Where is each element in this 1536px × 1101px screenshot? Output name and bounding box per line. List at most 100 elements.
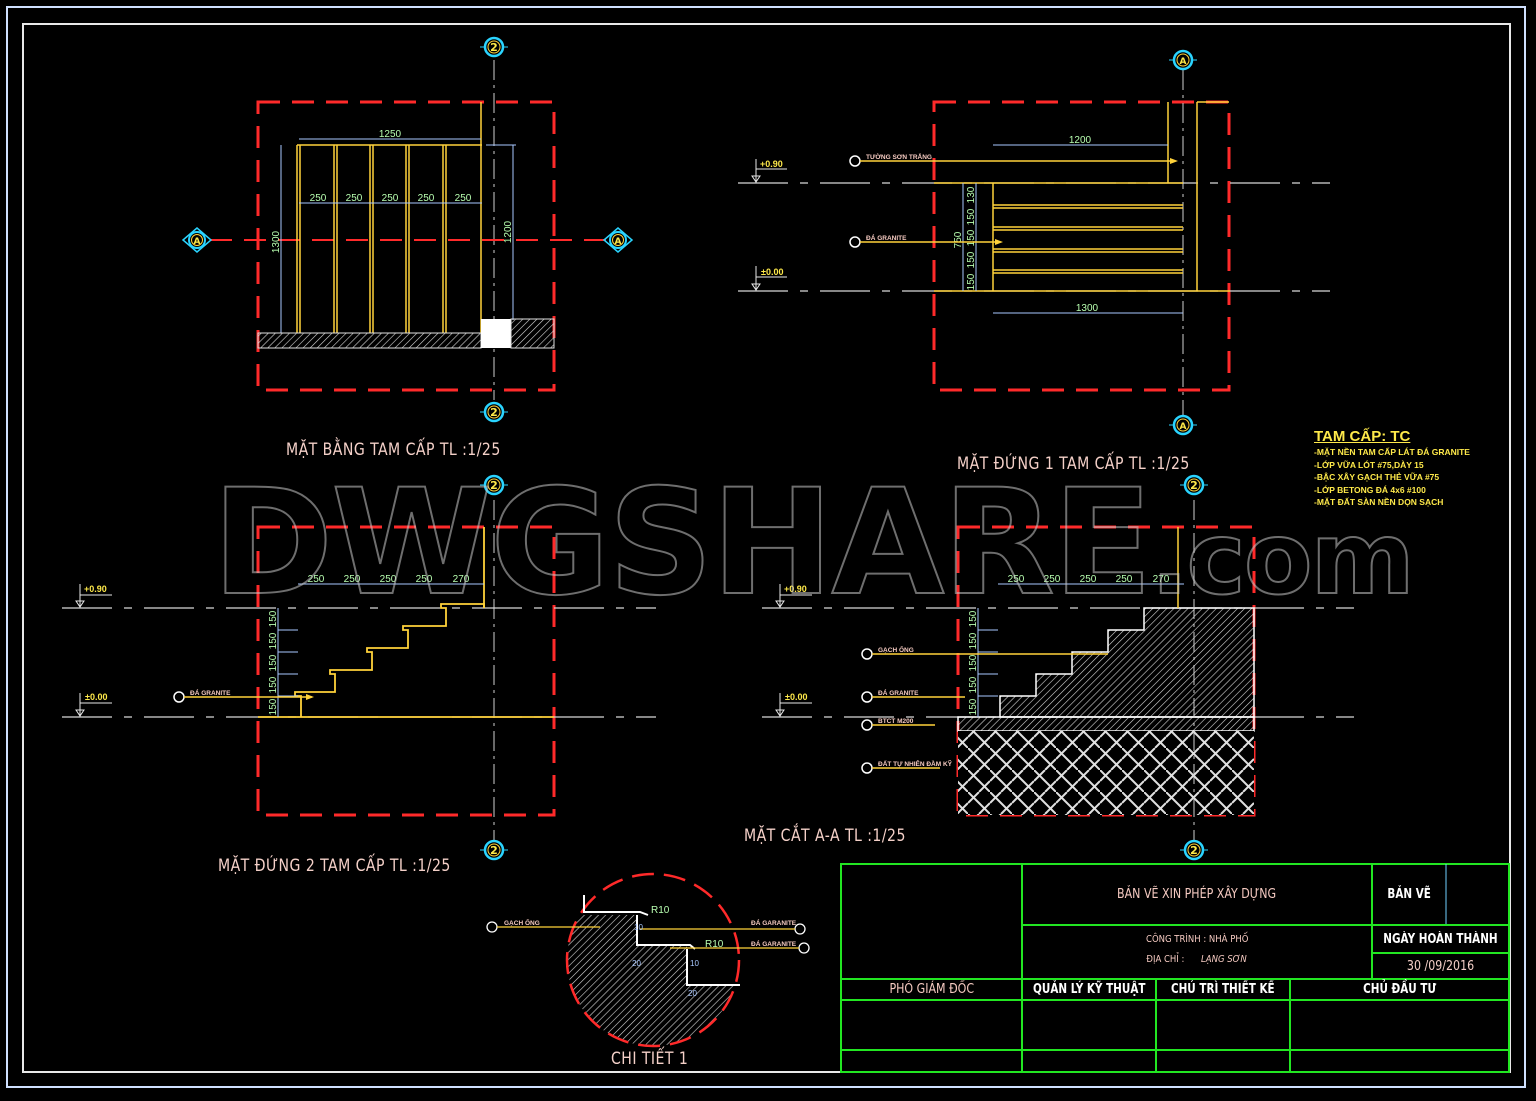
svg-text:+0.90: +0.90 (760, 159, 783, 169)
role-deputy-director: PHÓ GIÁM ĐỐC (889, 982, 974, 997)
svg-text:2: 2 (490, 41, 498, 54)
svg-text:2: 2 (1190, 479, 1198, 492)
svg-text:+0.90: +0.90 (84, 584, 107, 594)
grid-bubbles: 2 2 A A A A 2 2 2 2 (181, 36, 1208, 861)
svg-text:250: 250 (1116, 574, 1133, 585)
svg-text:250: 250 (1080, 574, 1097, 585)
svg-text:2: 2 (490, 406, 498, 419)
svg-text:270: 270 (453, 574, 470, 585)
svg-text:250: 250 (455, 193, 472, 204)
svg-text:ĐẤT TỰ NHIÊN ĐẦM KỸ: ĐẤT TỰ NHIÊN ĐẦM KỸ (878, 758, 953, 768)
legend-line: -MẶT ĐẤT SÀN NỀN DỌN SẠCH (1314, 497, 1444, 507)
svg-text:10: 10 (634, 923, 643, 932)
svg-text:ĐÁ GRANITE: ĐÁ GRANITE (190, 688, 231, 697)
detail-1-view: GẠCH ỐNG ĐÁ GARANITE ĐÁ GARANITE R10 R10… (486, 872, 810, 1048)
plan-dim-overall: 1250 (379, 129, 402, 140)
title-block-grid (840, 863, 1510, 1073)
material-legend: TAM CẤP: TC -MẶT NỀN TAM CẤP LÁT ĐÁ GRAN… (1314, 428, 1470, 509)
svg-text:150: 150 (268, 632, 279, 649)
watermark: DWGSHARE.com (211, 458, 1416, 628)
svg-text:GẠCH ỐNG: GẠCH ỐNG (878, 644, 914, 654)
svg-text:270: 270 (1153, 574, 1170, 585)
grid-bubble-2: 2 (480, 401, 508, 423)
drawing-type: BẢN VẼ XIN PHÉP XÂY DỰNG (1117, 887, 1277, 902)
svg-text:750: 750 (953, 231, 964, 248)
sheet-label: BẢN VẼ (1387, 887, 1431, 902)
svg-text:150: 150 (268, 676, 279, 693)
svg-text:±0.00: ±0.00 (785, 692, 807, 702)
svg-text:±0.00: ±0.00 (761, 267, 783, 277)
svg-text:ĐÁ GARANITE: ĐÁ GARANITE (751, 918, 797, 927)
role-lead-designer: CHỦ TRÌ THIẾT KẾ (1171, 982, 1275, 997)
plan-view: 1250 250 250 250 250 250 1300 1200 (210, 60, 606, 400)
svg-text:150: 150 (268, 610, 279, 627)
svg-text:1200: 1200 (503, 220, 514, 243)
grid-bubble-2: 2 (1180, 839, 1208, 861)
legend-line: -MẶT NỀN TAM CẤP LÁT ĐÁ GRANITE (1314, 447, 1470, 457)
svg-text:±0.00: ±0.00 (85, 692, 107, 702)
svg-text:250: 250 (344, 574, 361, 585)
svg-text:250: 250 (382, 193, 399, 204)
svg-text:150: 150 (966, 251, 977, 268)
svg-text:250: 250 (310, 193, 327, 204)
detail-1-title: CHI TIẾT 1 (611, 1049, 689, 1069)
svg-text:ĐÁ GRANITE: ĐÁ GRANITE (866, 233, 907, 242)
svg-text:A: A (615, 237, 622, 247)
svg-text:TƯỜNG SƠN TRẮNG: TƯỜNG SƠN TRẮNG (866, 152, 932, 161)
grid-bubble-a: A (181, 227, 213, 253)
grid-bubble-2: 2 (480, 36, 508, 58)
svg-text:2: 2 (490, 844, 498, 857)
svg-text:150: 150 (966, 273, 977, 290)
address-value: LẠNG SƠN (1200, 953, 1247, 965)
plan-view-title: MẶT BẰNG TAM CẤP TL :1/25 (286, 440, 501, 460)
svg-text:R10: R10 (651, 905, 670, 916)
role-investor: CHỦ ĐẦU TƯ (1362, 982, 1437, 997)
svg-text:+0.90: +0.90 (784, 584, 807, 594)
svg-text:250: 250 (380, 574, 397, 585)
svg-text:2: 2 (490, 479, 498, 492)
section-aa-view: 250 250 250 250 270 150 150 150 150 150 … (762, 500, 1354, 840)
svg-text:250: 250 (308, 574, 325, 585)
elevation-1-view: 1200 1300 750 130 150 150 150 150 +0.90 … (738, 70, 1330, 420)
elevation-1-title: MẶT ĐỨNG 1 TAM CẤP TL :1/25 (957, 454, 1190, 474)
svg-text:250: 250 (346, 193, 363, 204)
legend-line: -LỚP BETONG ĐÁ 4x6 #100 (1314, 484, 1426, 495)
svg-text:150: 150 (268, 654, 279, 671)
svg-text:150: 150 (966, 208, 977, 225)
svg-text:150: 150 (966, 229, 977, 246)
legend-line: -BẬC XÂY GẠCH THẺ VỮA #75 (1314, 472, 1440, 482)
svg-text:1300: 1300 (1076, 303, 1099, 314)
svg-text:250: 250 (416, 574, 433, 585)
svg-text:130: 130 (966, 186, 977, 203)
svg-text:20: 20 (632, 959, 641, 968)
svg-text:250: 250 (418, 193, 435, 204)
svg-text:150: 150 (968, 610, 979, 627)
svg-text:ĐÁ GRANITE: ĐÁ GRANITE (878, 688, 919, 697)
svg-text:20: 20 (688, 989, 697, 998)
sheet-frame (6, 6, 1526, 1088)
svg-text:1300: 1300 (271, 230, 282, 253)
svg-text:R10: R10 (705, 939, 724, 950)
elevation-2-title: MẶT ĐỨNG 2 TAM CẤP TL :1/25 (218, 856, 451, 876)
svg-text:250: 250 (1044, 574, 1061, 585)
grid-bubble-a: A (1169, 49, 1197, 71)
svg-text:10: 10 (690, 959, 699, 968)
svg-text:150: 150 (968, 654, 979, 671)
svg-text:A: A (1180, 422, 1187, 432)
svg-text:1200: 1200 (1069, 135, 1092, 146)
section-aa-title: MẶT CẮT A-A TL :1/25 (744, 826, 906, 846)
legend-line: -LỚP VỮA LÓT #75,DÀY 15 (1314, 459, 1424, 470)
svg-text:150: 150 (968, 632, 979, 649)
svg-text:150: 150 (968, 698, 979, 715)
grid-bubble-2: 2 (1180, 474, 1208, 496)
elevation-2-view: 250 250 250 250 270 150 150 150 150 150 … (62, 500, 656, 840)
grid-bubble-2: 2 (480, 839, 508, 861)
grid-bubble-a: A (1169, 414, 1197, 436)
svg-text:BTCT M200: BTCT M200 (878, 718, 914, 725)
svg-text:150: 150 (268, 698, 279, 715)
svg-text:250: 250 (1008, 574, 1025, 585)
grid-bubble-2: 2 (480, 474, 508, 496)
completion-label: NGÀY HOÀN THÀNH (1383, 931, 1498, 947)
legend-title: TAM CẤP: TC (1314, 428, 1411, 445)
